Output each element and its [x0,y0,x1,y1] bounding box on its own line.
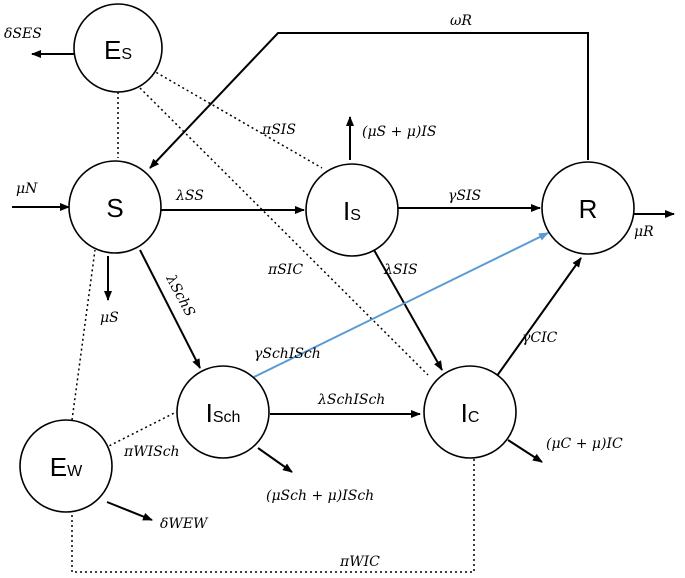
arrow-isch-out [257,447,293,473]
arrow-is-to-ic [373,249,443,371]
rate-gamma-s-is: γSIS [448,188,481,204]
node-es-label: E [104,35,121,65]
node-ew-label: E [50,452,67,482]
node-ew: EW [19,419,113,513]
node-ic-label: I [461,398,468,428]
svg-text:S: S [106,193,123,223]
rate-mu-s-plus-mu-is: (μS + μ)IS [362,124,436,140]
arrow-s-to-isch [139,249,201,369]
link-ew-isch [104,404,191,449]
node-es: ES [73,3,163,93]
rate-lambda-sch-s: λSchS [162,271,198,319]
rate-lambda-s-is: λSIS [383,262,418,278]
rate-lambda-s-s: λSS [175,188,204,204]
rate-pi-s-is: πSIS [261,122,296,138]
svg-text:IC: IC [461,398,480,428]
link-ew-s [71,249,96,421]
arrow-ic-out [507,439,543,463]
arrow-isch-to-r [251,232,549,379]
node-s-label: S [106,193,123,223]
rate-delta-w-ew: δWEW [160,516,209,532]
rate-delta-s-es: δSES [4,26,42,42]
dotted-links [71,69,475,573]
rate-mu-s: μS [100,310,119,326]
svg-text:IS: IS [343,196,361,226]
link-es-is [151,69,323,169]
rate-omega-r: ωR [450,13,472,29]
node-isch-label: I [206,398,213,428]
node-is-label: I [343,196,350,226]
node-is: IS [305,163,399,257]
flows [12,32,675,521]
node-r: R [541,161,635,255]
rate-mu-n: μN [16,181,38,197]
node-r-label: R [579,194,598,224]
arrow-ew-out [106,501,153,521]
rate-mu-sch-plus-mu-isch: (μSch + μ)ISch [266,488,374,504]
arrow-ic-to-r [493,257,582,381]
link-ew-ic [71,458,475,573]
svg-text:ISch: ISch [206,398,241,428]
node-s: S [68,160,162,254]
arrow-r-to-s [149,32,589,169]
rate-gamma-sch-isch: γSchISch [254,346,321,362]
svg-text:ES: ES [104,35,132,65]
rate-pi-s-ic: πSIC [267,262,303,278]
rate-pi-w-ic: πWIC [339,554,380,570]
rate-lambda-sch-isch: λSchISch [317,392,385,408]
rate-gamma-c-ic: γCIC [522,330,558,346]
node-isch: ISch [176,365,270,459]
svg-text:R: R [579,194,598,224]
rate-mu-c-plus-mu-ic: (μC + μ)IC [546,436,623,452]
rate-pi-w-isch: πWISch [123,444,180,460]
svg-text:EW: EW [50,452,83,482]
rate-mu-r: μR [634,224,654,240]
node-ic: IC [423,365,517,459]
